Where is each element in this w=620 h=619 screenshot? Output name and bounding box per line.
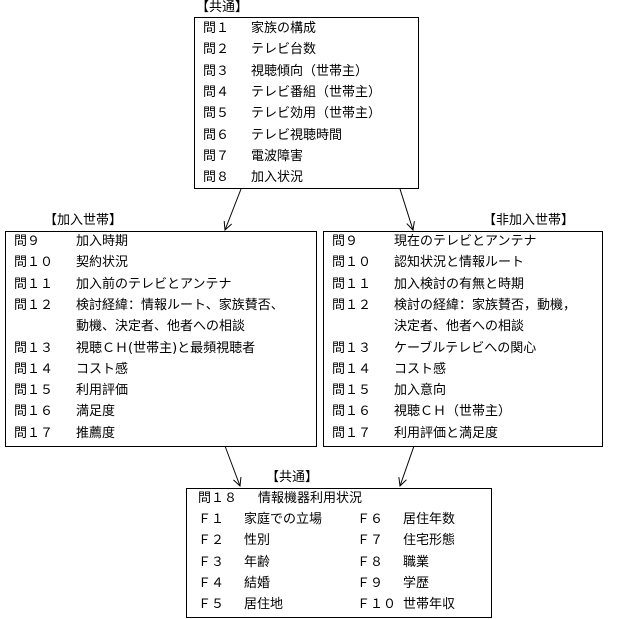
question-number: 問１４: [332, 361, 372, 377]
question-number: 問４: [203, 84, 230, 100]
arrow-right-to-bottom: [400, 445, 415, 486]
question-topic: 情報機器利用状況: [258, 491, 363, 506]
question-number: 問１５: [332, 383, 372, 399]
question-topic: 満足度: [76, 404, 116, 420]
question-number: 問１７: [332, 425, 372, 441]
question-topic: 居住地: [244, 597, 284, 613]
question-number: Ｆ１: [198, 512, 225, 527]
question-number: 問１６: [14, 404, 54, 420]
question-topic: 世帯年収: [403, 597, 456, 613]
question-topic: 推薦度: [76, 425, 116, 441]
question-number: 問１３: [14, 340, 54, 356]
question-topic: 決定者、他者への相談: [394, 319, 525, 335]
question-topic: 契約状況: [76, 255, 129, 271]
question-topic: ケーブルテレビへの関心: [394, 340, 537, 356]
question-number: Ｆ３: [198, 554, 225, 570]
question-topic: テレビ効用（世帯主）: [251, 106, 382, 122]
question-number: 問９: [332, 234, 359, 249]
top-common-box: 問１ 家族の構成問２ テレビ台数問３ 視聴傾向（世帯主） 問４ テレビ番組（世帯主） 問５ テ…: [194, 17, 419, 189]
question-number: 問１３: [332, 340, 372, 356]
question-topic: コスト感: [394, 361, 447, 377]
question-number: Ｆ２: [198, 533, 225, 549]
non-joined-households-box: 問９ 現在のテレビとアンテナ問１０ 認知状況と情報ルート問１１ 加入検討の有無と時期問…: [323, 231, 603, 447]
question-number: 問１４: [14, 361, 54, 377]
question-number: 問１１: [14, 276, 54, 292]
question-number: 問５: [203, 106, 230, 122]
question-topic: 視聴傾向（世帯主）: [251, 63, 369, 79]
question-number: 問２: [203, 42, 230, 58]
question-topic: 加入時期: [76, 234, 129, 249]
top-section-label: 【共通】: [196, 0, 249, 15]
question-number: Ｆ５: [198, 597, 225, 613]
arrow-top-to-left: [225, 188, 242, 230]
question-number: 問９: [14, 234, 41, 249]
bottom-section-label: 【共通】: [266, 470, 319, 485]
question-topic: 視聴ＣＨ(世帯主)と最頻視聴者: [76, 340, 256, 356]
question-topic: 電波障害: [251, 148, 304, 164]
question-number: 問１: [203, 21, 230, 36]
question-number: 問１１: [332, 276, 372, 292]
question-topic: 検討の経緯：家族賛否，動機，: [394, 297, 577, 313]
question-topic: 加入検討の有無と時期: [394, 276, 525, 292]
right-section-label: 【非加入世帯】: [483, 213, 575, 228]
question-number: Ｆ９: [357, 575, 384, 591]
question-topic: 年齢: [244, 554, 271, 570]
question-number: 問８: [203, 170, 230, 186]
question-number: 問１６: [332, 404, 372, 420]
question-topic: 加入状況: [251, 170, 304, 186]
question-topic: 居住年数: [403, 512, 456, 527]
question-topic: 性別: [244, 533, 271, 549]
question-number: 問１８: [198, 491, 238, 506]
question-number: 問１７: [14, 425, 54, 441]
question-number: 問１０: [14, 255, 54, 271]
question-topic: 検討経緯：情報ルート、家族賛否、: [76, 297, 284, 313]
question-number: Ｆ８: [357, 554, 384, 570]
question-topic: 動機、決定者、他者への相談: [76, 319, 246, 335]
left-section-label: 【加入世帯】: [44, 213, 123, 228]
question-topic: 結婚: [244, 575, 271, 591]
question-topic: テレビ台数: [251, 42, 317, 58]
question-topic: 加入前のテレビとアンテナ: [76, 276, 232, 292]
question-topic: 住宅形態: [403, 533, 456, 549]
question-topic: 学歴: [403, 575, 430, 591]
question-number: 問３: [203, 63, 230, 79]
arrow-left-to-bottom: [224, 445, 240, 486]
question-number: Ｆ７: [357, 533, 384, 549]
question-topic: 職業: [403, 554, 430, 570]
question-topic: 現在のテレビとアンテナ: [394, 234, 537, 249]
question-number: 問１５: [14, 383, 54, 399]
question-topic: テレビ番組（世帯主）: [251, 84, 382, 100]
question-topic: 視聴ＣＨ（世帯主）: [394, 404, 512, 420]
question-topic: 家族の構成: [251, 21, 317, 36]
bottom-common-box: 問１８ 情報機器利用状況 Ｆ１ 家庭での立場 Ｆ２ 性別 Ｆ３ 年齢 Ｆ４ 結婚 Ｆ５ 居住地 Ｆ…: [186, 488, 492, 618]
question-number: 問６: [203, 127, 230, 143]
question-number: Ｆ１０: [357, 597, 397, 613]
question-topic: 利用評価: [76, 383, 129, 399]
arrow-top-to-right: [399, 188, 413, 230]
question-number: 問１２: [14, 297, 54, 313]
joined-households-box: 問９ 加入時期問１０ 契約状況問１１ 加入前のテレビとアンテナ問１２ 検討経緯：情報ルー…: [5, 231, 317, 447]
question-number: Ｆ４: [198, 575, 225, 591]
question-topic: 認知状況と情報ルート: [394, 255, 525, 271]
question-number: 問１０: [332, 255, 372, 271]
question-topic: 利用評価と満足度: [394, 425, 499, 441]
question-topic: コスト感: [76, 361, 129, 377]
question-topic: 加入意向: [394, 383, 447, 399]
question-number: Ｆ６: [357, 512, 384, 527]
question-topic: 家庭での立場: [244, 512, 323, 527]
question-topic: テレビ視聴時間: [251, 127, 343, 143]
question-number: 問７: [203, 148, 230, 164]
question-number: 問１２: [332, 297, 372, 313]
